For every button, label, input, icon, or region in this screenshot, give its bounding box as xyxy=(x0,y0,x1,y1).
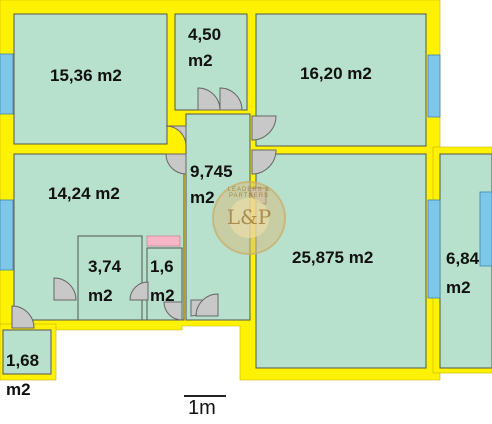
window-east-wing xyxy=(479,191,492,267)
scale-bar xyxy=(184,395,226,397)
room-label-9-745-bottom: m2 xyxy=(190,188,215,207)
room-3-74 xyxy=(77,235,143,321)
room-label-16-20: 16,20 m2 xyxy=(300,64,372,83)
room-label-1-68-bottom: m2 xyxy=(6,380,31,399)
room-label-1-68-top: 1,68 xyxy=(6,351,40,370)
doors xyxy=(11,87,277,329)
watermark-ring-text: LEADERS & PARTNERS xyxy=(227,187,271,199)
door-9 xyxy=(163,301,183,321)
room-label-6-84-top: 6,84 xyxy=(446,249,480,268)
room-label-3-74-bottom: m2 xyxy=(88,286,113,305)
room-label-14-24: 14,24 m2 xyxy=(48,184,120,203)
door-11 xyxy=(195,293,219,317)
window-east-1 xyxy=(427,54,441,118)
room-label-3-74-top: 3,74 xyxy=(88,257,122,276)
watermark-logo: LEADERS & PARTNERS L&P xyxy=(212,181,286,255)
room-label-25-875: 25,875 m2 xyxy=(292,248,374,267)
room-label-1-6-top: 1,6 xyxy=(150,257,174,276)
door-5 xyxy=(251,115,277,141)
window-east-2 xyxy=(427,199,441,299)
door-3 xyxy=(165,125,187,147)
room-label-4-50-top: 4,50 xyxy=(188,25,222,44)
room-label-9-745-top: 9,745 xyxy=(190,162,233,181)
watermark-monogram: L&P xyxy=(226,205,272,229)
room-label-4-50-bottom: m2 xyxy=(188,51,213,70)
door-7 xyxy=(53,277,77,301)
window-west-2 xyxy=(0,199,14,271)
room-15-36 xyxy=(13,13,168,145)
door-12 xyxy=(11,305,35,329)
room-label-1-6-bottom: m2 xyxy=(150,286,175,305)
room-label-15-36: 15,36 m2 xyxy=(50,66,122,85)
scale-label: 1m xyxy=(188,397,216,419)
door-6 xyxy=(251,149,277,175)
room-16-20 xyxy=(255,13,427,147)
accent-strip xyxy=(146,235,181,247)
room-label-6-84-bottom: m2 xyxy=(446,278,471,297)
room-1-68 xyxy=(2,329,52,375)
window-west-1 xyxy=(0,53,14,115)
windows xyxy=(0,53,492,299)
door-4 xyxy=(165,153,187,175)
room-25-875 xyxy=(255,153,427,369)
door-8 xyxy=(129,281,149,301)
door-2 xyxy=(219,87,243,111)
